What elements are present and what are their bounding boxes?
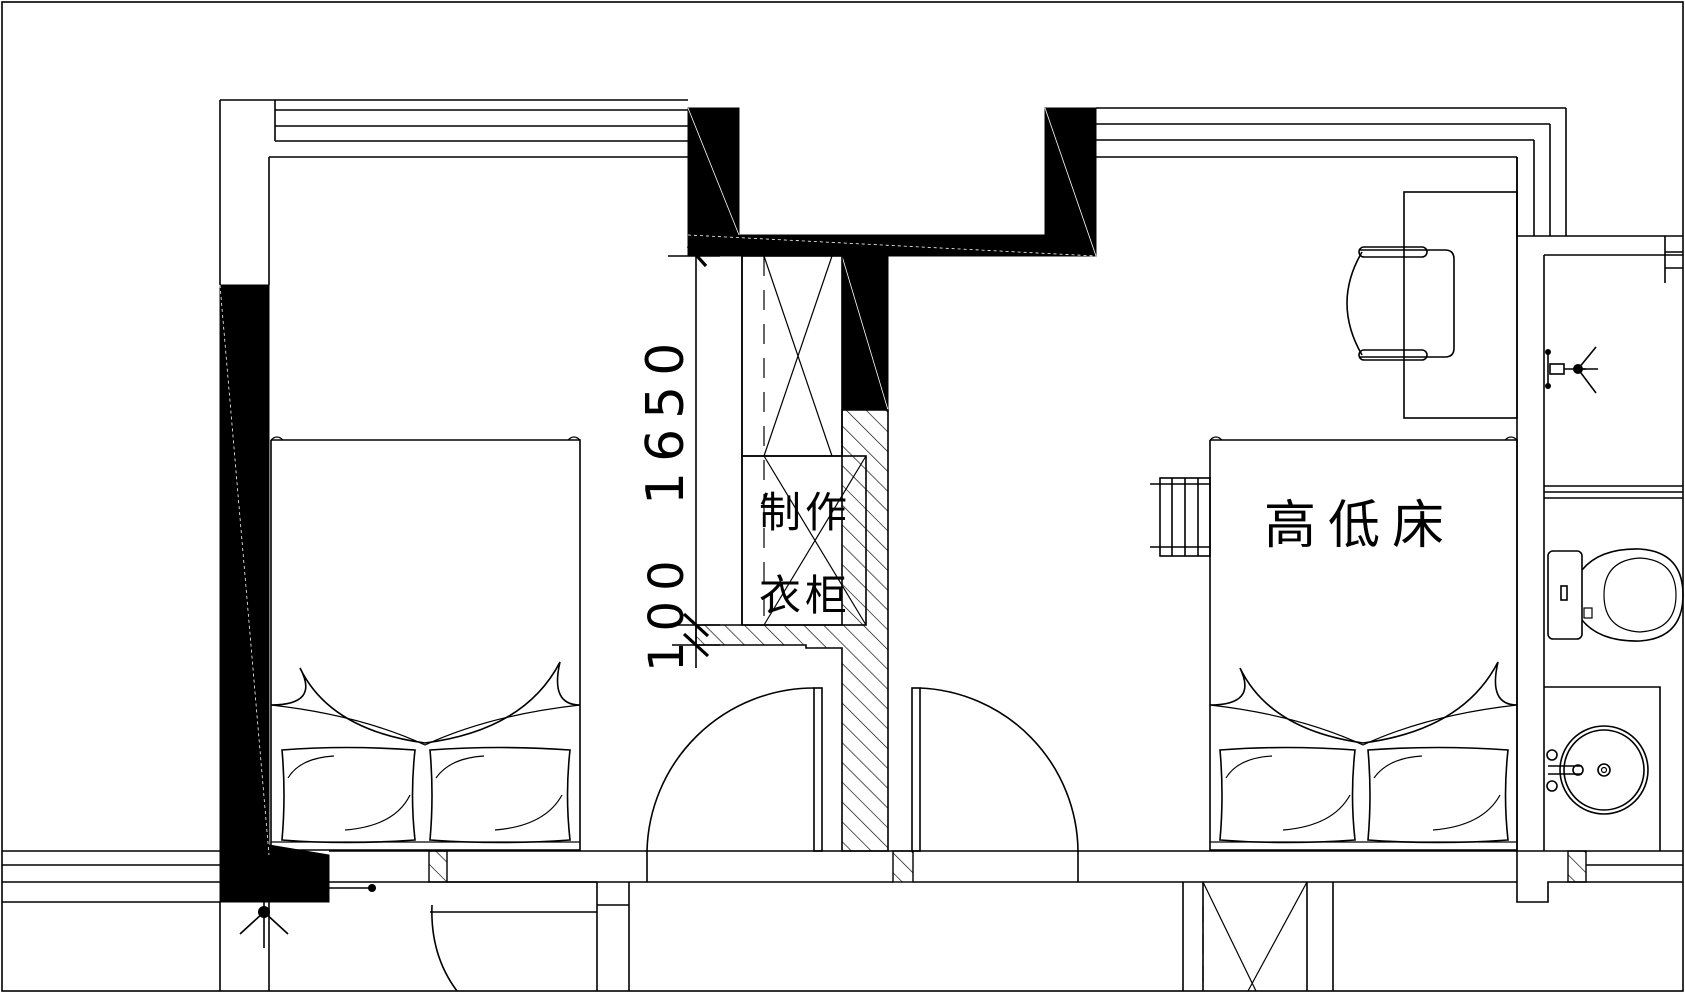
desk bbox=[1403, 191, 1518, 419]
left-room-top-window bbox=[219, 99, 688, 285]
chair-icon bbox=[1346, 246, 1455, 361]
light-fixture-icon bbox=[1545, 346, 1598, 394]
hatched-partition-wall bbox=[695, 409, 889, 852]
washbasin-icon bbox=[1546, 725, 1649, 815]
door-swing-icon bbox=[911, 687, 1079, 882]
radiator-icon bbox=[1150, 477, 1211, 557]
pillow-icon bbox=[1219, 746, 1509, 844]
left-wall bbox=[219, 284, 330, 903]
dimension-1650: 1650 bbox=[636, 333, 696, 505]
wardrobe-label-line2: 衣柜 bbox=[759, 571, 851, 620]
dimension-lines: 1650 100 bbox=[636, 244, 720, 672]
left-bed bbox=[270, 436, 581, 851]
right-room-top-window bbox=[1096, 107, 1567, 236]
light-fixture-icon bbox=[239, 881, 376, 948]
bed-label: 高低床 bbox=[1264, 496, 1456, 556]
central-structural-wall bbox=[687, 107, 1097, 411]
right-bed: 高低床 bbox=[1209, 436, 1518, 851]
wardrobe-label-line1: 制作 bbox=[759, 488, 851, 537]
pillow-icon bbox=[281, 746, 571, 844]
bathroom-walls bbox=[1516, 157, 1683, 903]
dimension-100: 100 bbox=[639, 550, 695, 672]
toilet-icon bbox=[1547, 548, 1684, 642]
door-swing-icon bbox=[646, 687, 823, 882]
corridor bbox=[2, 850, 1683, 992]
